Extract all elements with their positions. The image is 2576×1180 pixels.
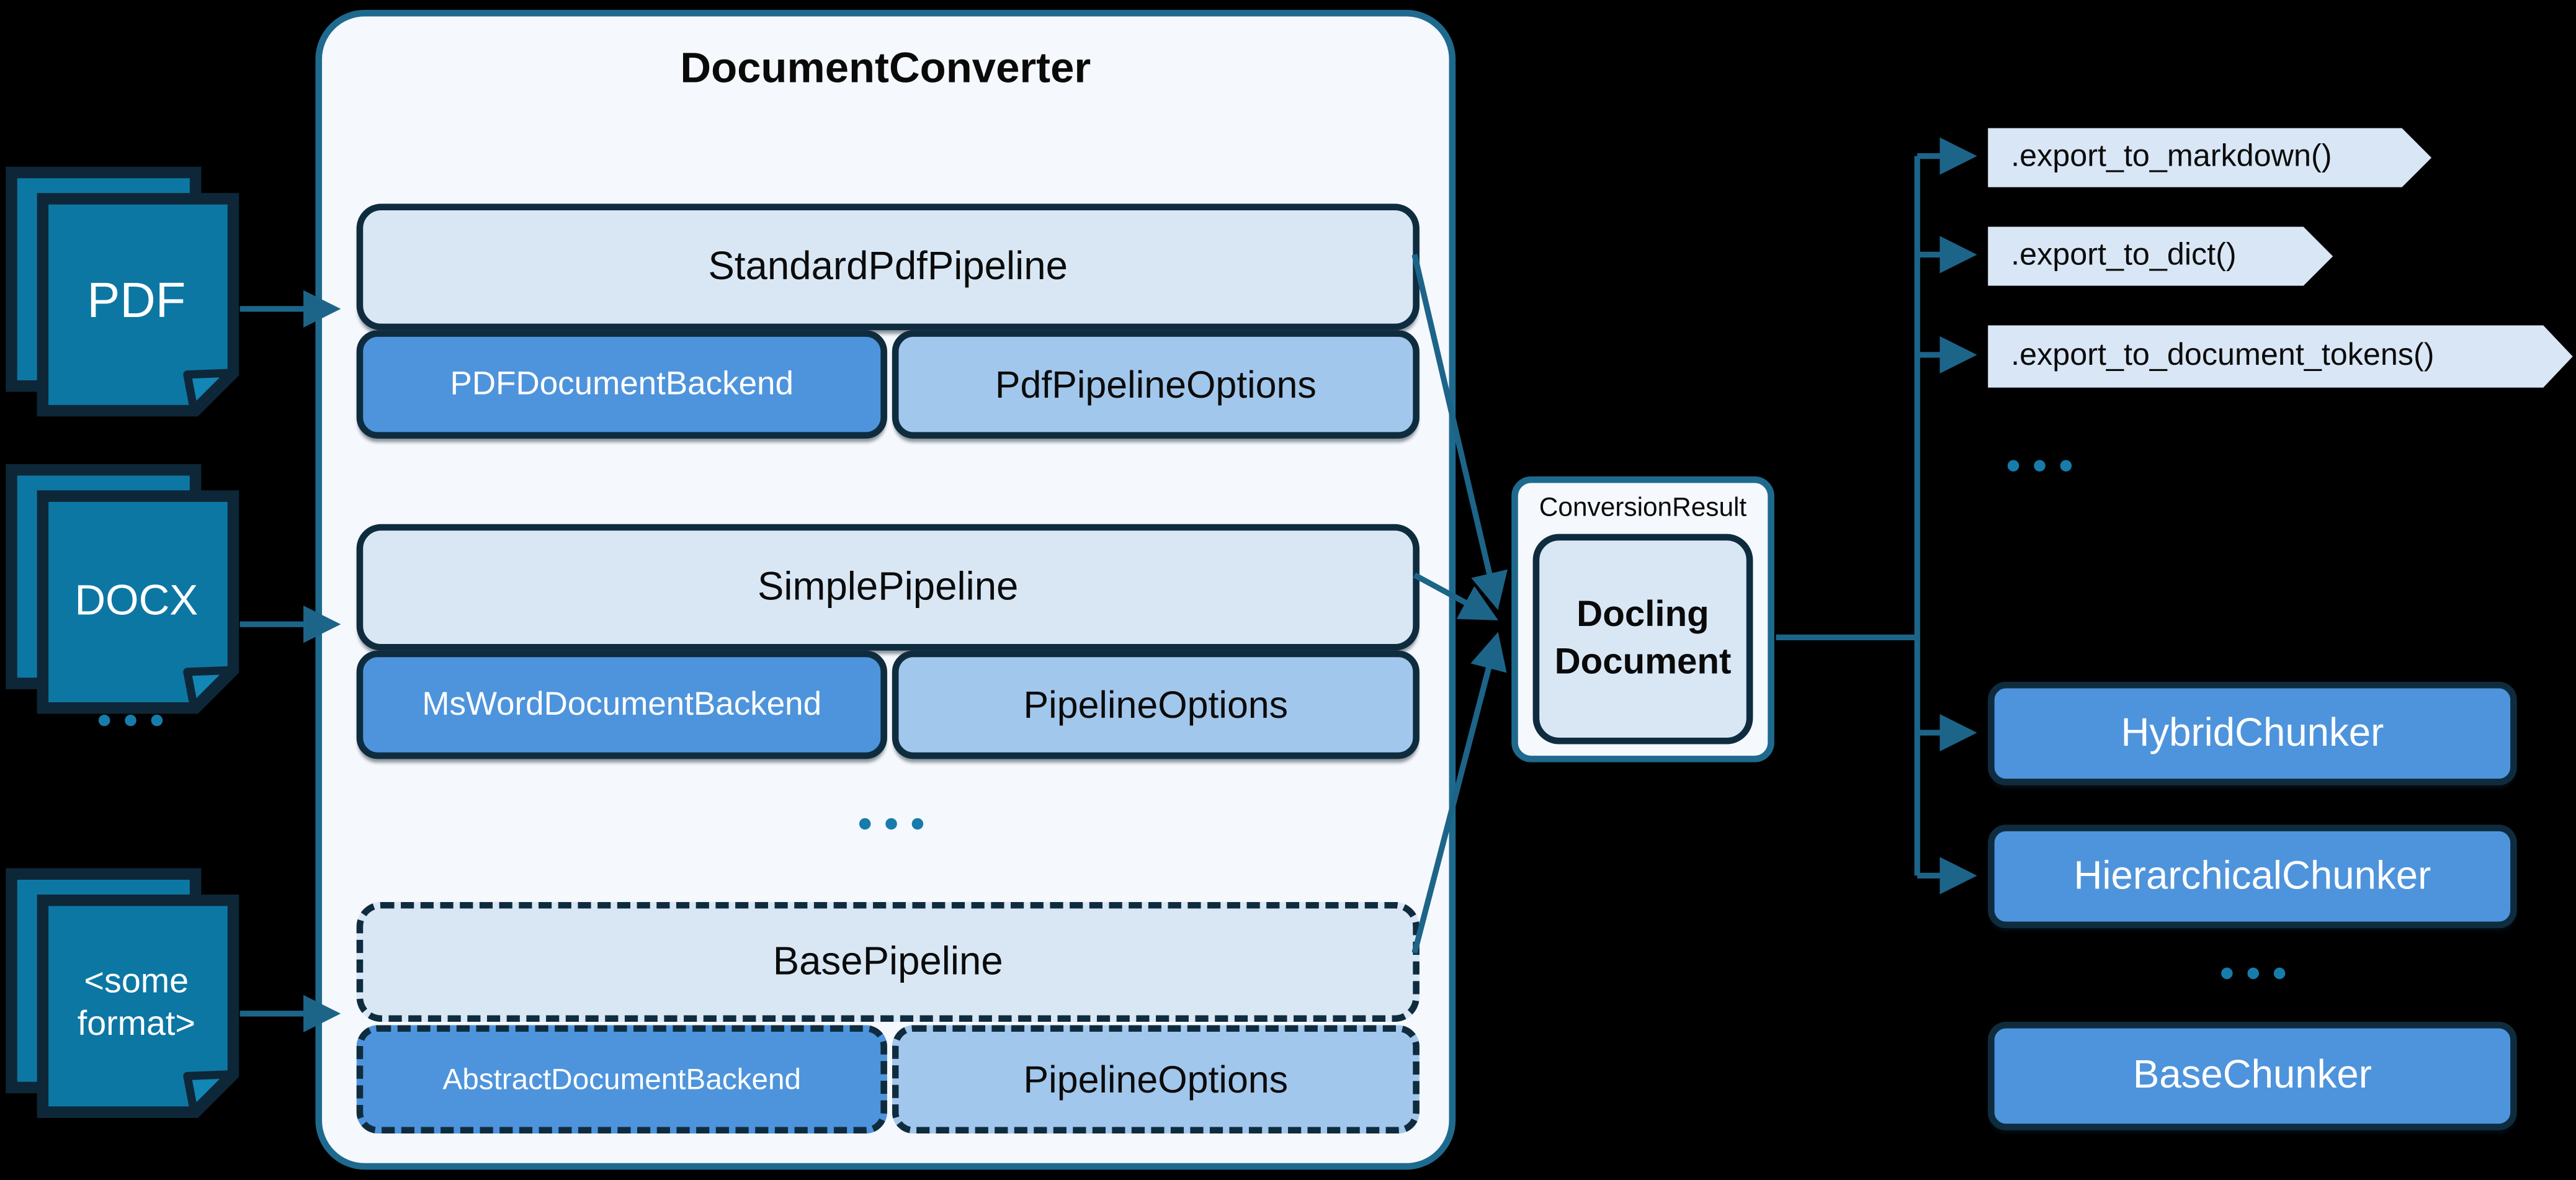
options-pdf-pipeline: PdfPipelineOptions	[892, 330, 1420, 439]
base-chunker-box: BaseChunker	[1988, 1022, 2517, 1130]
dot-icon	[2034, 460, 2046, 472]
options-base-pipeline: PipelineOptions	[892, 1025, 1420, 1134]
pipeline-simple: SimplePipeline	[356, 524, 1420, 651]
ellipsis-icon	[2221, 967, 2286, 980]
dot-icon	[2273, 967, 2286, 980]
backend-abstract-document: AbstractDocumentBackend	[356, 1025, 887, 1134]
export-to-markdown-tag: .export_to_markdown()	[1988, 128, 2431, 187]
document-stack-icon	[6, 868, 239, 1118]
dot-icon	[151, 714, 163, 726]
pipeline-standard-pdf: StandardPdfPipeline	[356, 203, 1420, 331]
dot-icon	[885, 818, 897, 830]
backend-pdf-document: PDFDocumentBackend	[356, 330, 887, 439]
document-stack-icon	[6, 464, 239, 714]
pipeline-base: BasePipeline	[356, 901, 1420, 1022]
hierarchical-chunker-box: HierarchicalChunker	[1988, 825, 2517, 929]
document-converter-title: DocumentConverter	[680, 42, 1091, 92]
input-docx-label: DOCX	[74, 574, 199, 624]
conversion-result-panel: ConversionResult Docling Document	[1511, 476, 1774, 762]
ellipsis-icon	[859, 818, 924, 830]
document-stack-icon	[6, 166, 239, 417]
document-converter-panel: DocumentConverter StandardPdfPipeline PD…	[315, 9, 1456, 1170]
dot-icon	[2247, 967, 2259, 980]
options-pipeline: PipelineOptions	[892, 650, 1420, 759]
dot-icon	[2221, 967, 2233, 980]
dot-icon	[98, 714, 110, 726]
dot-icon	[125, 714, 136, 726]
conversion-result-title: ConversionResult	[1539, 494, 1747, 523]
export-to-document-tokens-tag: .export_to_document_tokens()	[1988, 325, 2573, 388]
docling-document-box: Docling Document	[1532, 534, 1753, 744]
hybrid-chunker-box: HybridChunker	[1988, 681, 2517, 785]
input-some-format: <some format>	[3, 865, 253, 1137]
ellipsis-icon	[98, 714, 163, 726]
dot-icon	[2060, 460, 2072, 472]
dot-icon	[2007, 460, 2019, 472]
input-pdf-label: PDF	[87, 274, 186, 329]
dot-icon	[859, 818, 871, 830]
input-some-format-label: <some format>	[77, 962, 195, 1044]
input-docx: DOCX	[3, 462, 253, 733]
input-pdf: PDF	[3, 164, 253, 436]
backend-msword-document: MsWordDocumentBackend	[356, 650, 887, 759]
ellipsis-icon	[2007, 460, 2072, 472]
export-to-dict-tag: .export_to_dict()	[1988, 226, 2333, 285]
dot-icon	[911, 818, 924, 830]
